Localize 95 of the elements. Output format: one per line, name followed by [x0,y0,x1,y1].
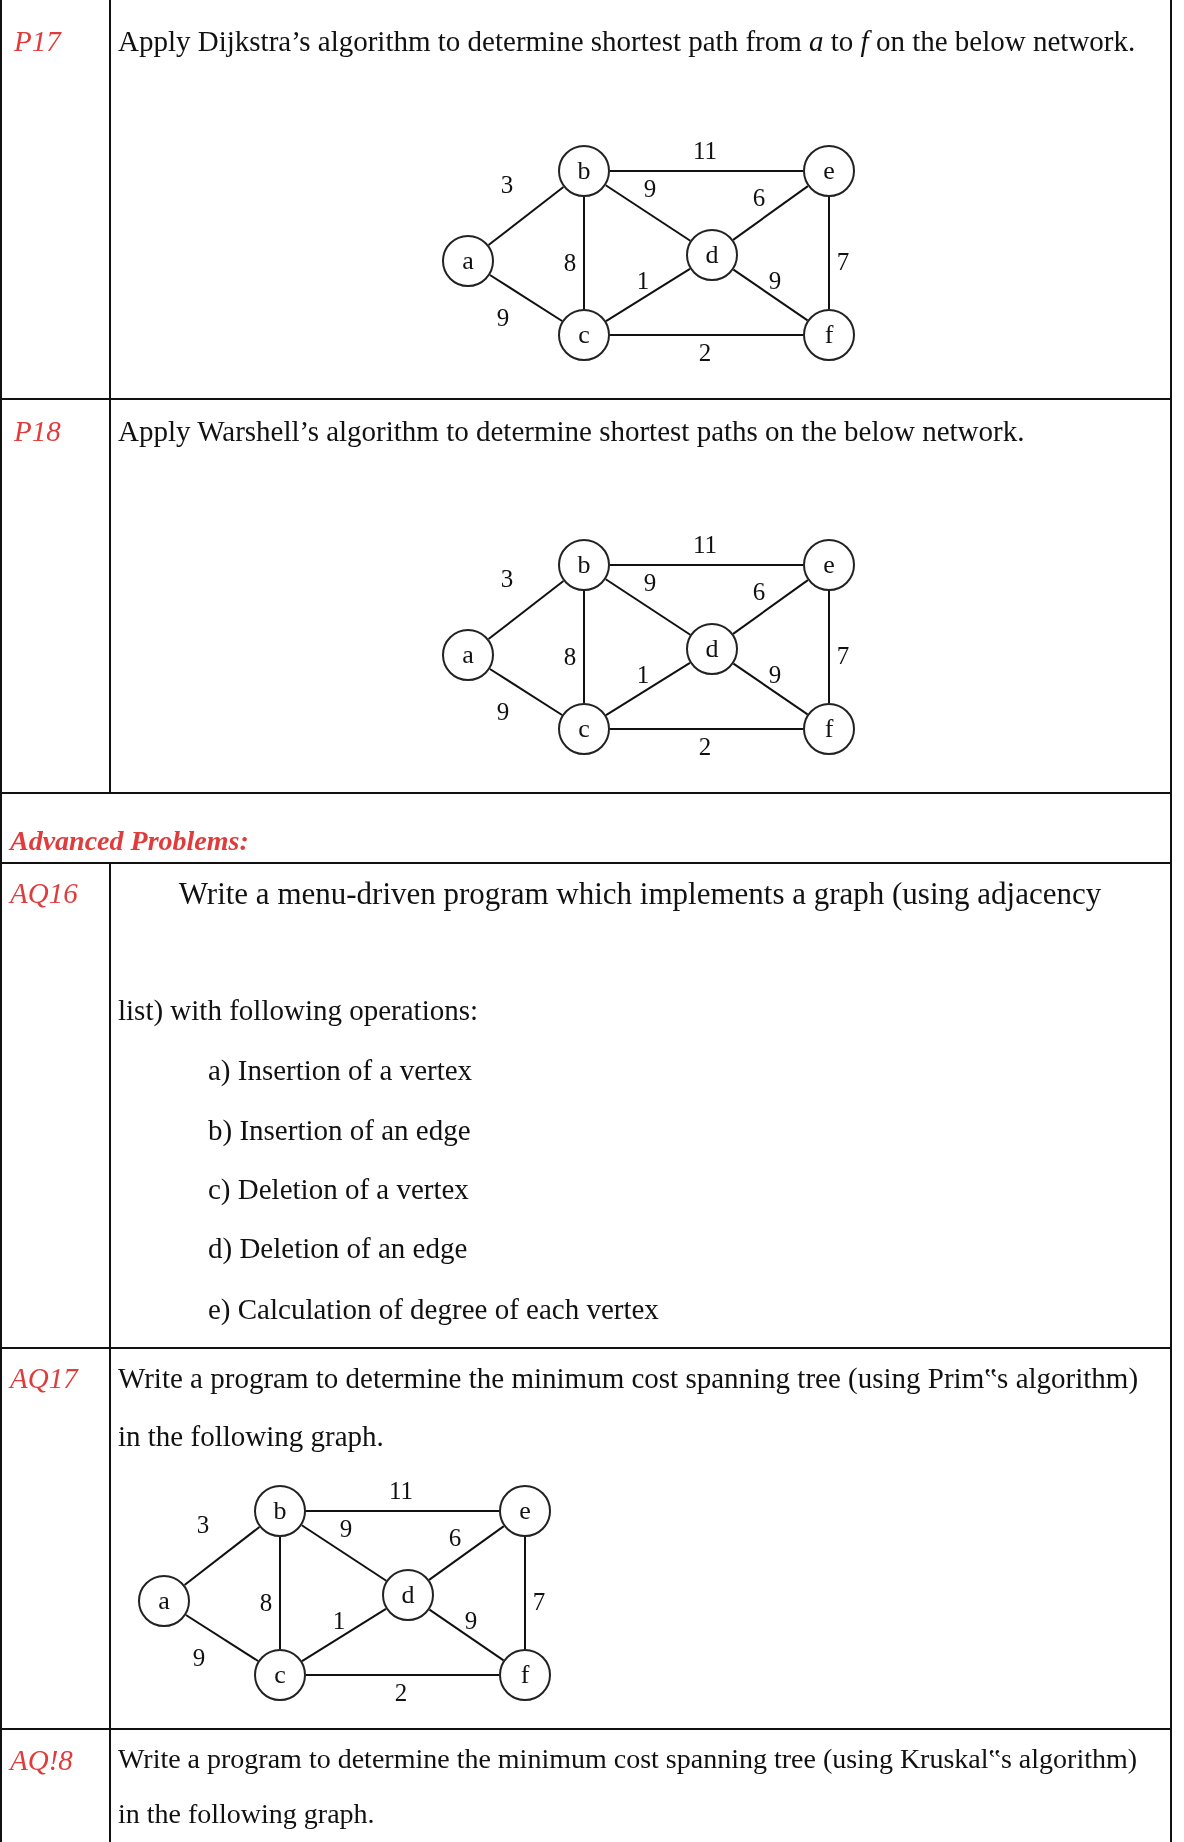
edge-weight: 11 [388,1477,414,1503]
edge-weight: 8 [563,249,577,275]
edge-weight: 9 [768,267,782,293]
question-text: Apply Warshell’s algorithm to determine shortest paths on the below network. [118,414,1026,449]
edge-weight: 7 [836,642,850,668]
edge-weight: 3 [500,171,514,197]
vertex-circle: b [558,145,610,197]
graph-edge [604,184,692,242]
edge-weight: 9 [643,175,657,201]
graph-edge [524,1536,526,1650]
graph-edge [279,1536,281,1650]
graph-edge [732,579,809,635]
question-text: list) with following operations: [118,993,480,1028]
edge-weight: 11 [692,137,718,163]
graph-edge [184,1614,260,1662]
edge-weight: 6 [752,578,766,604]
graph-edge [428,1608,505,1662]
graph-edge [609,170,804,172]
graph-edge [609,728,804,730]
edge-weight: 3 [500,565,514,591]
graph-edge [183,1525,261,1587]
question-text: e) Calculation of degree of each vertex [208,1292,660,1327]
edge-weight: 1 [636,267,650,293]
edge-weight: 6 [448,1524,462,1550]
edge-weight: 2 [698,733,712,759]
edge-weight: 9 [768,661,782,687]
edge-weight: 7 [836,248,850,274]
graph-edge [828,196,830,310]
vertex-circle: c [558,703,610,755]
problem-number: AQ17 [10,1361,80,1396]
graph-edge [305,1510,500,1512]
graph-edge [305,1674,500,1676]
question-text: a) Insertion of a vertex [208,1053,474,1088]
graph-edge [732,268,809,322]
graph-edge [583,590,585,704]
edge-weight: 8 [259,1589,273,1615]
vertex-circle: b [254,1485,306,1537]
graph-edge [604,578,692,636]
edge-weight: 1 [636,661,650,687]
question-text: b) Insertion of an edge [208,1113,472,1148]
vertex-circle: f [803,309,855,361]
edge-weight: 11 [692,531,718,557]
vertex-circle: a [138,1575,190,1627]
graph-edge [609,564,804,566]
edge-weight: 9 [496,698,510,724]
vertex-circle: d [382,1569,434,1621]
edge-weight: 3 [196,1511,210,1537]
vertex-circle: a [442,629,494,681]
edge-weight: 9 [192,1644,206,1670]
vertex-circle: c [558,309,610,361]
vertex-circle: f [803,703,855,755]
graph-edge [583,196,585,310]
graph-edge [487,185,565,247]
vertex-circle: e [803,539,855,591]
graph-edge [428,1525,505,1581]
edge-weight: 9 [496,304,510,330]
vertex-circle: e [803,145,855,197]
graph-edge [301,1607,387,1663]
graph-edge [828,590,830,704]
edge-weight: 7 [532,1588,546,1614]
edge-weight: 9 [464,1607,478,1633]
vertex-circle: d [686,623,738,675]
edge-weight: 6 [752,184,766,210]
graph-edge [605,661,691,717]
question-text: Write a program to determine the minimum cost spanning tree (using Kruskal‟s algorithm) in the following graph. [118,1742,1139,1831]
problem-number: AQ!8 [10,1743,74,1778]
edge-weight: 1 [332,1607,346,1633]
graph-edge [488,668,564,716]
graph-edge [732,185,809,241]
vertex-circle: d [686,229,738,281]
problem-number: P18 [14,414,62,449]
edge-weight: 8 [563,643,577,669]
edge-weight: 2 [698,339,712,365]
edge-weight: 2 [394,1679,408,1705]
question-text: c) Deletion of a vertex [208,1172,470,1207]
question-text: Apply Dijkstra’s algorithm to determine shortest path from a to f on the below network. [118,24,1137,59]
graph-edge [300,1524,388,1582]
problem-number: P17 [14,24,63,59]
vertex-circle: f [499,1649,551,1701]
problem-number: AQ16 [10,876,79,911]
question-text: Write a menu-driven program which implements a graph (using adjacency [177,875,1103,913]
graph-edge [488,274,564,322]
graph-edge [605,267,691,323]
question-text: d) Deletion of an edge [208,1231,469,1266]
vertex-circle: c [254,1649,306,1701]
section-heading: Advanced Problems: [10,824,250,858]
edge-weight: 9 [643,569,657,595]
edge-weight: 9 [339,1515,353,1541]
graph-edge [487,579,565,641]
question-text: Write a program to determine the minimum cost spanning tree (using Prim‟s algorithm) in the following graph. [118,1361,1140,1454]
vertex-circle: e [499,1485,551,1537]
graph-edge [732,662,809,716]
vertex-circle: b [558,539,610,591]
graph-edge [609,334,804,336]
vertex-circle: a [442,235,494,287]
